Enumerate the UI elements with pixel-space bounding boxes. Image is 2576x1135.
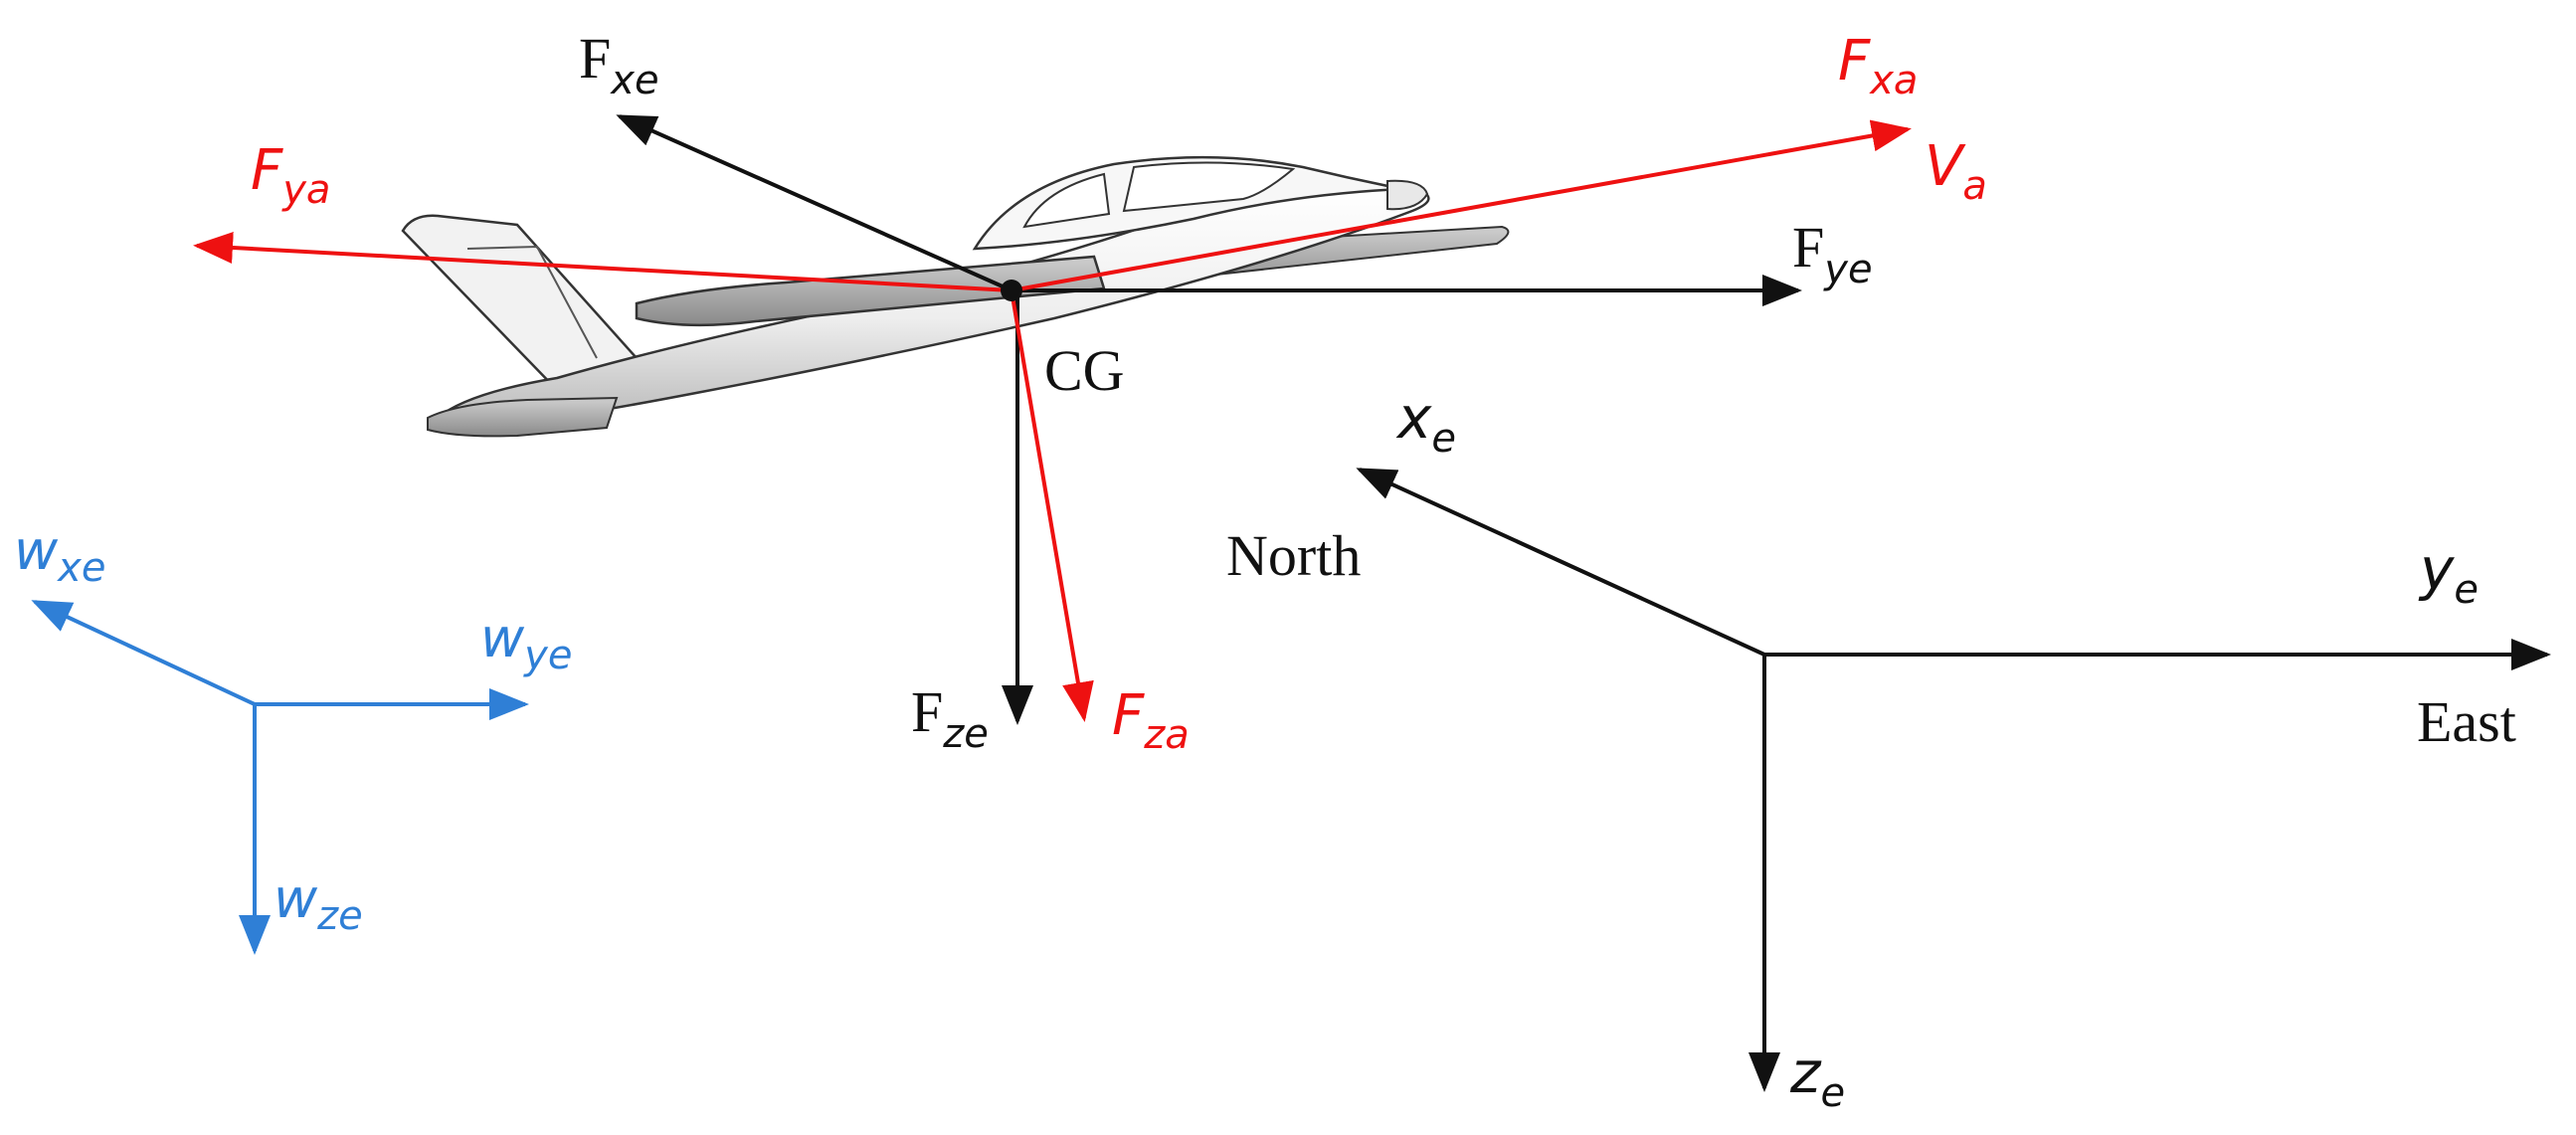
aircraft-nose-cone [1386,179,1429,211]
earth-frame-axes [1356,468,2551,1092]
aircraft-tail-rudder-line [466,245,598,359]
label-Fye: Fye [1792,215,1873,292]
label-north: North [1226,523,1361,588]
air-force-arrows [193,119,1912,722]
axis-wxe [31,600,256,706]
arrow-Fza [1010,289,1094,722]
arrow-Fxa-Va [1011,119,1912,292]
arrow-Fya [193,231,1012,292]
label-Fza: Fza [1112,683,1190,758]
aircraft-tail-fin [401,214,640,392]
earth-force-arrows [616,114,1802,725]
label-Fxe: Fxe [579,26,659,103]
label-wye: wye [480,607,572,678]
label-cg: CG [1044,338,1125,403]
axis-xe [1356,468,1765,657]
aircraft-canopy-window-2 [1122,161,1296,213]
label-Fya: Fya [251,138,330,213]
label-ye: ye [2418,535,2479,613]
wind-frame-axes [31,600,529,955]
label-xe: xe [1395,384,1456,462]
arrow-Fxe [616,114,1012,292]
label-east: East [2417,689,2516,754]
label-wxe: wxe [14,519,105,591]
aircraft-horizontal-stabilizer [427,396,619,438]
aircraft [401,155,1510,438]
cg-marker [1001,280,1022,301]
aircraft-canopy-window-1 [1022,172,1111,229]
label-Fxa: Fxa [1838,29,1918,103]
aircraft-near-wing [635,255,1106,327]
label-ze: ze [1789,1039,1845,1116]
label-Fze: Fze [911,679,989,757]
label-wze: wze [274,867,363,939]
label-Va: Va [1925,134,1987,209]
